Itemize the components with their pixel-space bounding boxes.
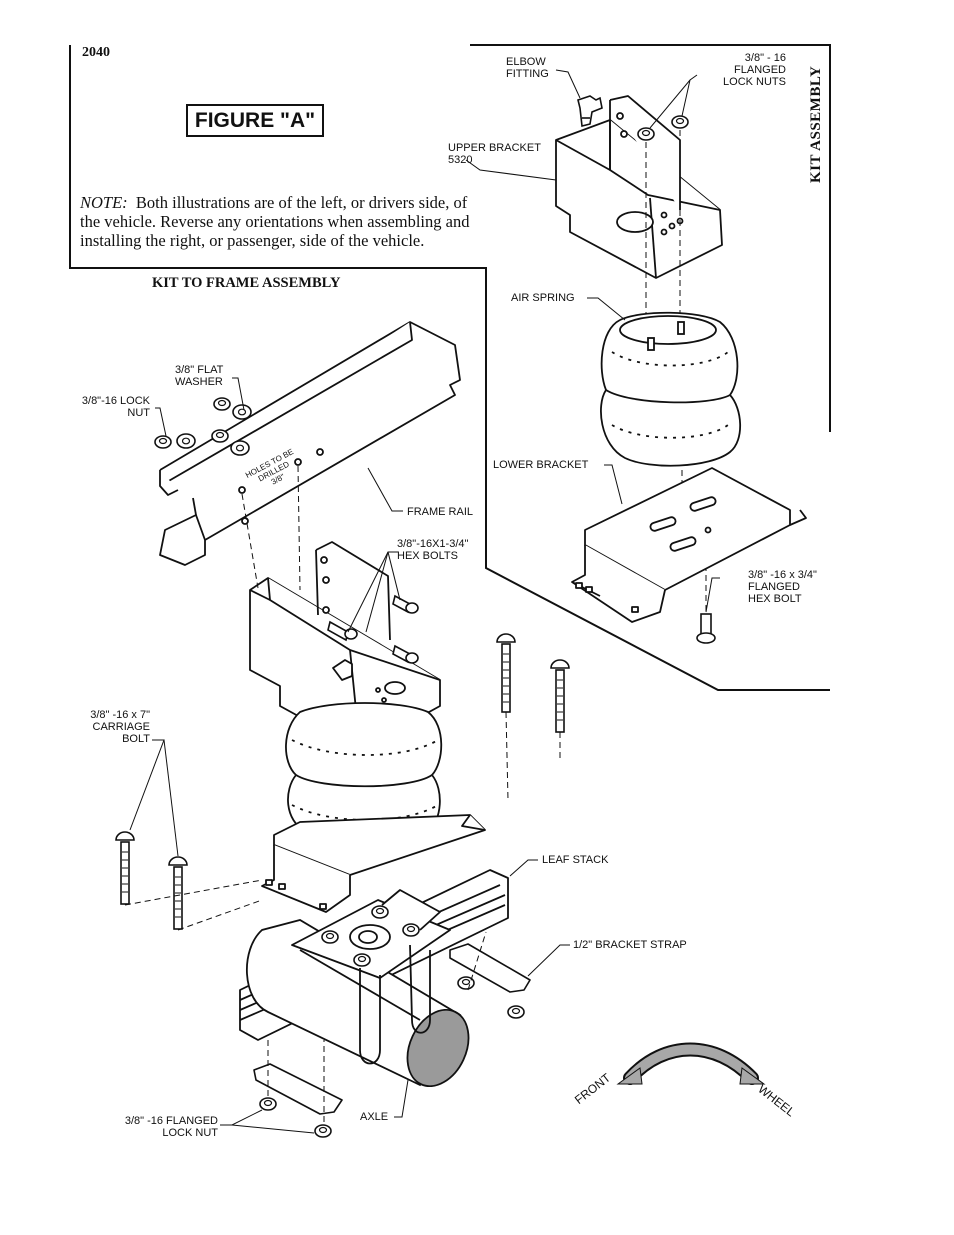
label-flanged-hex-bolt: 3/8" -16 x 3/4" FLANGED HEX BOLT bbox=[748, 569, 817, 605]
frame-rail bbox=[159, 321, 461, 566]
figure-frame-left bbox=[69, 44, 831, 691]
label-elbow-fitting: ELBOW FITTING bbox=[506, 56, 549, 80]
section-title-kit-to-frame: KIT TO FRAME ASSEMBLY bbox=[152, 275, 341, 291]
label-upper-bracket: UPPER BRACKET 5320 bbox=[448, 142, 541, 166]
section-title-kit-assembly-box: KIT ASSEMBLY bbox=[806, 60, 826, 185]
label-leaf-stack: LEAF STACK bbox=[542, 854, 609, 866]
label-flanged-lock-nut: 3/8" -16 FLANGED LOCK NUT bbox=[124, 1115, 218, 1139]
axle bbox=[245, 919, 470, 1088]
label-lock-nut: 3/8"-16 LOCK NUT bbox=[81, 395, 150, 419]
label-carriage-bolt: 3/8" -16 x 7" CARRIAGE BOLT bbox=[90, 709, 150, 745]
note-lead: NOTE: bbox=[80, 193, 128, 212]
label-axle: AXLE bbox=[360, 1111, 389, 1123]
page-number: 2040 bbox=[82, 45, 110, 60]
leader-lines bbox=[129, 69, 720, 1134]
flanged-hex-bolt bbox=[696, 613, 716, 644]
front-wheel-arrow bbox=[616, 1042, 766, 1085]
figure-title: FIGURE "A" bbox=[186, 104, 324, 137]
label-flat-washer: 3/8" FLAT WASHER bbox=[175, 364, 224, 388]
label-flanged-lock-nuts: 3/8" - 16 FLANGED LOCK NUTS bbox=[723, 52, 786, 88]
label-air-spring: AIR SPRING bbox=[511, 292, 575, 304]
note-paragraph: NOTE: Both illustrations are of the left… bbox=[80, 193, 475, 250]
lower-bracket-kit bbox=[571, 467, 807, 623]
axle-plate-u-bolts bbox=[291, 889, 451, 1065]
bracket-straps bbox=[253, 943, 531, 1115]
label-lower-bracket: LOWER BRACKET bbox=[493, 459, 589, 471]
section-title-kit-assembly: KIT ASSEMBLY bbox=[808, 65, 824, 183]
air-spring-kit bbox=[600, 311, 742, 467]
elbow-fitting bbox=[577, 95, 603, 127]
upper-bracket-5320 bbox=[555, 95, 723, 279]
label-hex-bolts: 3/8"-16X1-3/4" HEX BOLTS bbox=[397, 538, 469, 562]
note-text: Both illustrations are of the left, or d… bbox=[80, 193, 470, 250]
label-frame-rail: FRAME RAIL bbox=[407, 506, 474, 518]
lower-bracket-frame bbox=[261, 814, 486, 913]
label-bracket-strap: 1/2" BRACKET STRAP bbox=[573, 939, 687, 951]
